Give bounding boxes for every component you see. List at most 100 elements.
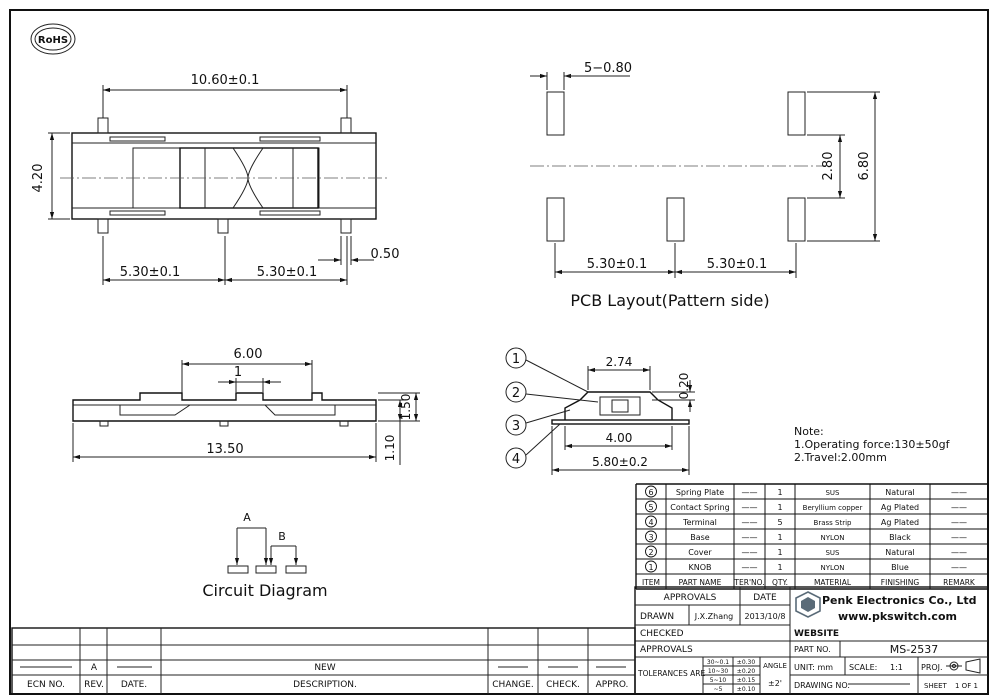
pcb-caption: PCB Layout(Pattern side) bbox=[570, 291, 769, 310]
dim-top-pin: 0.50 bbox=[371, 247, 400, 262]
rev-header: CHANGE. bbox=[492, 680, 533, 690]
tb-unit: UNIT: mm bbox=[794, 663, 833, 672]
bom-cell: Beryllium copper bbox=[803, 504, 863, 512]
circuit-caption: Circuit Diagram bbox=[202, 581, 327, 600]
tb-drawn-by: J.X.Zhang bbox=[694, 612, 734, 621]
circuit-label-a: A bbox=[243, 511, 251, 524]
dim-top-right: 5.30±0.1 bbox=[257, 265, 318, 280]
tol-range: 5~10 bbox=[710, 677, 727, 684]
dim-pcb-inner: 2.80 bbox=[821, 152, 836, 181]
bom-item-number: 3 bbox=[648, 533, 653, 542]
bom-cell: Contact Spring bbox=[670, 503, 729, 512]
bom-cell: Base bbox=[690, 533, 710, 542]
tb-approvals: APPROVALS bbox=[664, 593, 717, 603]
bom-item-number: 2 bbox=[648, 548, 653, 557]
tb-tolerances: TOLERANCES ARE bbox=[637, 669, 706, 678]
notes-title: Note: bbox=[794, 425, 824, 438]
bom-cell: —— bbox=[742, 503, 758, 512]
dim-top-height: 4.20 bbox=[31, 164, 46, 193]
bom-cell: 1 bbox=[777, 548, 782, 557]
tb-partno: MS-2537 bbox=[890, 643, 938, 656]
rev-header: DESCRIPTION. bbox=[293, 680, 357, 690]
bom-header: TER'NO. bbox=[733, 578, 764, 587]
bom-cell: —— bbox=[742, 548, 758, 557]
side-view: 6.00 1 13.50 1.50 1.10 bbox=[72, 347, 420, 465]
tb-scale-label: SCALE: bbox=[849, 663, 877, 672]
dim-side-knob: 1 bbox=[234, 365, 242, 380]
bom-header: MATERIAL bbox=[814, 578, 852, 587]
dim-end-mid: 4.00 bbox=[606, 431, 633, 445]
top-body bbox=[71, 132, 377, 220]
rev-value: A bbox=[91, 663, 98, 673]
dim-pcb-outer: 6.80 bbox=[857, 152, 872, 181]
tb-sheet-val: 1 OF 1 bbox=[955, 682, 978, 690]
bom-cell: —— bbox=[951, 548, 967, 557]
top-view: 10.60±0.1 4.20 5.30±0.1 5.30±0.1 bbox=[31, 73, 399, 285]
bom-item-circle bbox=[645, 500, 657, 513]
bom-cell: —— bbox=[742, 533, 758, 542]
tb-angle: ANGLE bbox=[763, 662, 787, 670]
tol-range: ~5 bbox=[714, 686, 723, 693]
bom-cell: —— bbox=[742, 518, 758, 527]
circuit-label-b: B bbox=[278, 530, 286, 543]
bom-header: PART NAME bbox=[679, 578, 722, 587]
dim-pcb-right: 5.30±0.1 bbox=[707, 257, 768, 272]
pcb-pad bbox=[787, 91, 806, 136]
bom-cell: NYLON bbox=[821, 564, 845, 572]
tb-proj: PROJ. bbox=[921, 663, 943, 672]
tb-sheet: SHEET bbox=[924, 682, 948, 690]
company-url: www.pkswitch.com bbox=[838, 610, 957, 623]
note-line: 1.Operating force:130±50gf bbox=[794, 438, 951, 451]
bom-item-number: 1 bbox=[648, 563, 653, 572]
callout-2: 2 bbox=[512, 386, 520, 401]
projection-symbol-icon bbox=[946, 658, 981, 674]
bom-cell: Ag Plated bbox=[881, 518, 919, 527]
bom-item-circle bbox=[645, 515, 657, 528]
dim-top-total: 10.60±0.1 bbox=[191, 73, 260, 88]
bom-cell: Blue bbox=[891, 563, 909, 572]
tb-scale: 1:1 bbox=[890, 663, 903, 672]
tol-value: ±0.30 bbox=[737, 659, 756, 666]
title-block: APPROVALS DATE DRAWN J.X.Zhang 2013/10/8… bbox=[634, 586, 989, 695]
rohs-badge: RoHS bbox=[30, 23, 76, 55]
dim-pcb-left: 5.30±0.1 bbox=[587, 257, 648, 272]
callout-4: 4 bbox=[512, 452, 520, 467]
dim-end-base: 5.80±0.2 bbox=[592, 455, 648, 469]
bom-cell: —— bbox=[951, 503, 967, 512]
dim-side-h2: 1.10 bbox=[383, 435, 397, 462]
bom-cell: Cover bbox=[688, 548, 712, 557]
dim-end-knob-h: 0.20 bbox=[677, 373, 691, 400]
bom-item-circle bbox=[645, 560, 657, 573]
circuit-diagram: A B Circuit Diagram bbox=[202, 511, 327, 600]
bom-cell: SUS bbox=[825, 549, 840, 557]
bom-cell: —— bbox=[742, 563, 758, 572]
pcb-pad bbox=[546, 91, 565, 136]
sheet-border bbox=[9, 9, 989, 695]
end-view: 2.74 0.20 4.00 5.80±0.2 1 2 3 4 bbox=[505, 347, 695, 475]
revision-block: A NEW ECN NO. REV. DATE. DESCRIPTION. CH… bbox=[11, 627, 636, 695]
tb-drawing-no: DRAWING NO. bbox=[794, 681, 850, 690]
tb-date: DATE bbox=[753, 593, 777, 603]
note-line: 2.Travel:2.00mm bbox=[794, 451, 887, 464]
bom-item-number: 6 bbox=[648, 488, 653, 497]
callout-3: 3 bbox=[512, 419, 520, 434]
bom-cell: —— bbox=[951, 563, 967, 572]
tb-drawn: DRAWN bbox=[640, 612, 674, 622]
bom-header: REMARK bbox=[943, 578, 976, 587]
pcb-pad bbox=[787, 197, 806, 242]
rev-header: REV. bbox=[84, 680, 104, 690]
dim-side-total: 13.50 bbox=[206, 442, 243, 457]
notes: Note: 1.Operating force:130±50gf 2.Trave… bbox=[794, 425, 951, 464]
bom-header: QTY. bbox=[772, 578, 788, 587]
tb-angle-val: ±2' bbox=[768, 679, 782, 688]
bom-cell: 1 bbox=[777, 488, 782, 497]
rev-header: CHECK. bbox=[546, 680, 580, 690]
bom-item-number: 5 bbox=[648, 503, 653, 512]
pcb-pad bbox=[546, 197, 565, 242]
bom-cell: NYLON bbox=[821, 534, 845, 542]
bom-cell: Ag Plated bbox=[881, 503, 919, 512]
dim-side-h1: 1.50 bbox=[399, 394, 413, 421]
pcb-pad bbox=[666, 197, 685, 242]
bom-cell: KNOB bbox=[688, 563, 711, 572]
